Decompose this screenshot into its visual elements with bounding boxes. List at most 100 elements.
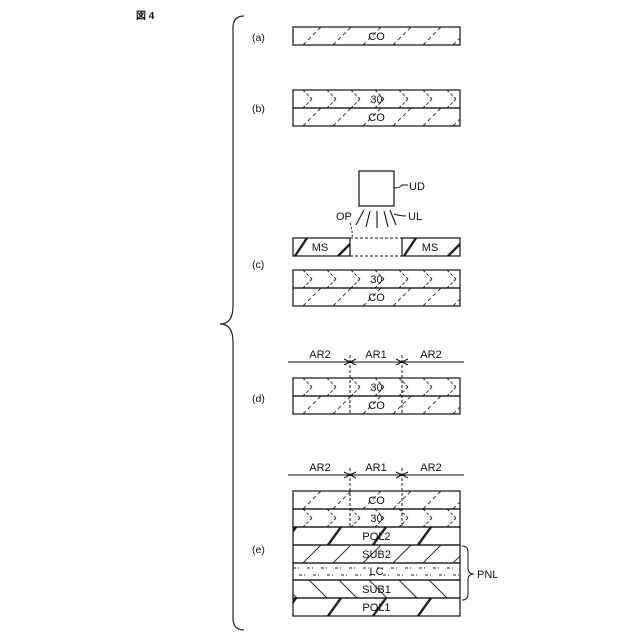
chevron-hatch [351,99,360,108]
layer-lc-label: LC [369,566,383,578]
opening-label: OP [336,211,352,223]
sub-hatch [309,580,327,598]
chevron-hatch [303,270,312,279]
light-leader [394,214,406,216]
chevron-hatch [327,509,336,518]
chevron-hatch [303,518,312,527]
step-b-label: (b) [252,103,265,115]
layer-30-label: 30 [370,382,382,394]
chevron-hatch [327,518,336,527]
co-hatch [273,288,291,306]
chevron-hatch [303,378,312,387]
chevron-hatch [399,509,408,518]
chevron-hatch [447,387,456,396]
co-hatch [423,108,441,126]
mask-right-label: MS [422,242,439,254]
step-d-label: (d) [252,393,265,405]
layer-co-label: CO [368,31,385,43]
co-hatch [423,396,441,414]
chevron-hatch [351,270,360,279]
chevron-hatch [423,99,432,108]
chevron-hatch [423,387,432,396]
panel-brace [462,546,474,600]
chevron-hatch [279,99,288,108]
sub-hatch [339,580,357,598]
co-hatch [333,491,351,509]
mask-left-label: MS [312,242,329,254]
co-hatch [333,27,351,45]
opening-leader [350,223,352,238]
chevron-hatch [279,518,288,527]
co-hatch [303,396,321,414]
co-hatch [393,108,411,126]
device-label: UD [409,181,425,193]
region-ar2-right: AR2 [420,349,441,361]
chevron-hatch [399,387,408,396]
region-ar2-right: AR2 [420,462,441,474]
co-hatch [273,396,291,414]
layer-co-label: CO [368,292,385,304]
chevron-hatch [279,90,288,99]
chevron-hatch [279,387,288,396]
layer-30-label: 30 [370,513,382,525]
pol-hatch [328,598,341,616]
pol-hatch [283,598,296,616]
chevron-hatch [303,279,312,288]
layer-30-label: 30 [370,274,382,286]
co-hatch [303,27,321,45]
sub-hatch [399,580,417,598]
chevron-hatch [399,279,408,288]
mask-hatch [448,244,460,256]
chevron-hatch [279,279,288,288]
mask-hatch [404,238,416,256]
chevron-hatch [303,99,312,108]
chevron-hatch [303,387,312,396]
device-leader [394,185,408,188]
chevron-hatch [423,509,432,518]
mask-hatch [295,238,307,256]
figure-title: 図 4 [136,10,155,22]
chevron-hatch [327,378,336,387]
region-ar1: AR1 [365,349,386,361]
chevron-hatch [279,378,288,387]
panel-label: PNL [477,569,498,581]
chevron-hatch [423,518,432,527]
chevron-hatch [327,270,336,279]
chevron-hatch [327,90,336,99]
layer-30-label: 30 [370,94,382,106]
chevron-hatch [471,378,480,387]
mask-opening [350,238,402,256]
region-ar2-left: AR2 [309,462,330,474]
mask: MS MS [293,238,460,256]
pol-hatch [463,527,476,545]
layer-pol2-label: POL2 [362,531,390,543]
co-hatch [273,27,291,45]
co-hatch [333,396,351,414]
chevron-hatch [447,99,456,108]
co-hatch [273,108,291,126]
co-hatch [423,545,441,563]
step-b-stack: 30 CO [273,90,480,126]
chevron-hatch [399,99,408,108]
co-hatch [423,491,441,509]
pol-hatch [418,598,431,616]
co-hatch [423,288,441,306]
region-ar2-left: AR2 [309,349,330,361]
co-hatch [303,491,321,509]
chevron-hatch [279,509,288,518]
chevron-hatch [351,509,360,518]
layer-co-label: CO [368,112,385,124]
chevron-hatch [423,279,432,288]
chevron-hatch [351,90,360,99]
layer-sub1-label: SUB1 [362,584,391,596]
step-c-exposure: UD UL OP [336,171,425,238]
step-c-stack: 30 CO [273,270,480,306]
chevron-hatch [471,518,480,527]
chevron-hatch [447,279,456,288]
chevron-hatch [303,509,312,518]
layer-co-label: CO [368,400,385,412]
chevron-hatch [351,387,360,396]
layer-pol1-label: POL1 [362,602,390,614]
chevron-hatch [447,378,456,387]
pol-hatch [283,527,296,545]
